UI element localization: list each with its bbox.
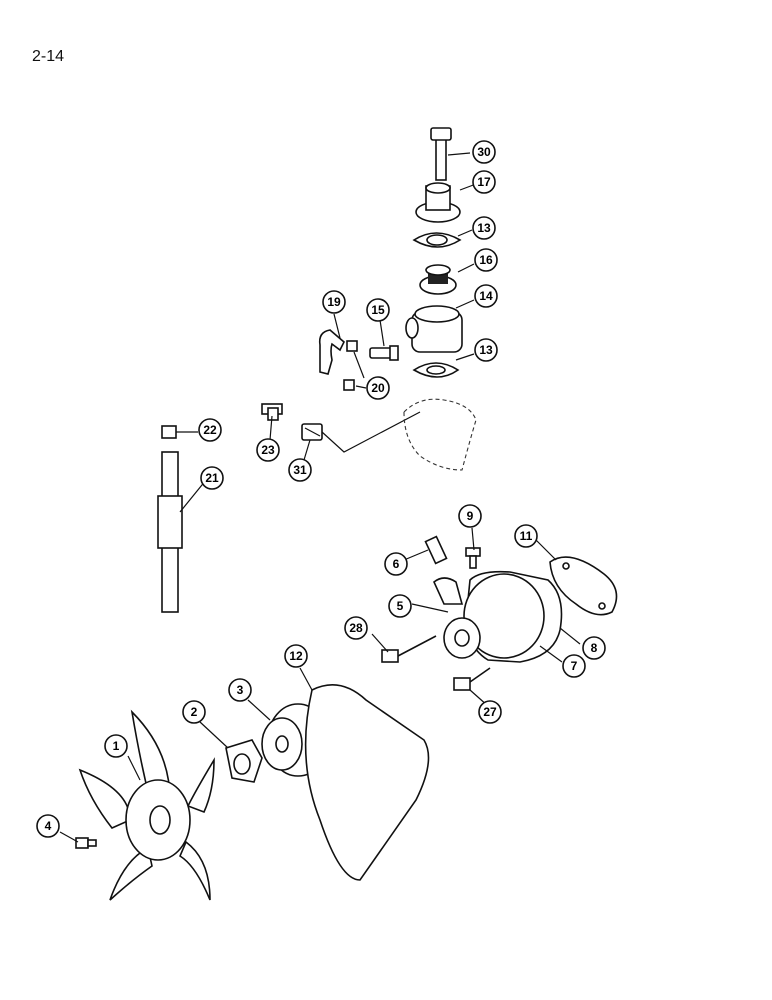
- callout-15: 15: [366, 298, 390, 322]
- callout-11: 11: [514, 524, 538, 548]
- leader-lines: [59, 152, 581, 843]
- svg-text:8: 8: [591, 641, 598, 655]
- callout-7: 7: [562, 654, 586, 678]
- callout-28: 28: [344, 616, 368, 640]
- svg-text:14: 14: [479, 289, 493, 303]
- svg-text:23: 23: [261, 443, 275, 457]
- svg-text:3: 3: [237, 683, 244, 697]
- svg-text:15: 15: [371, 303, 385, 317]
- fan-belt-part: [304, 684, 430, 881]
- svg-text:4: 4: [45, 819, 52, 833]
- svg-text:13: 13: [479, 343, 493, 357]
- page-number: 2-14: [32, 48, 65, 65]
- svg-text:20: 20: [371, 381, 385, 395]
- gasket-upper-part: [412, 232, 462, 248]
- svg-text:30: 30: [477, 145, 491, 159]
- svg-text:12: 12: [289, 649, 303, 663]
- engine-block-outline: [403, 398, 477, 471]
- svg-text:16: 16: [479, 253, 493, 267]
- drain-tube-part: [157, 425, 183, 613]
- callout-13-lower: 13: [474, 338, 498, 362]
- callout-3: 3: [228, 678, 252, 702]
- callout-2: 2: [182, 700, 206, 724]
- svg-text:22: 22: [203, 423, 217, 437]
- bolt-28-part: [381, 635, 437, 663]
- svg-text:31: 31: [293, 463, 307, 477]
- callout-12: 12: [284, 644, 308, 668]
- bolt-27-part: [453, 667, 491, 691]
- callout-16: 16: [474, 248, 498, 272]
- callout-8: 8: [582, 636, 606, 660]
- callout-6: 6: [384, 552, 408, 576]
- bolt-part: [430, 127, 452, 181]
- svg-text:5: 5: [397, 599, 404, 613]
- svg-text:2: 2: [191, 705, 198, 719]
- thermostat-housing-part: [405, 305, 463, 353]
- callout-27: 27: [478, 700, 502, 724]
- callout-22: 22: [198, 418, 222, 442]
- water-pump-gasket-part: [549, 556, 618, 616]
- callout-19: 19: [322, 290, 346, 314]
- thermostat-housing-cover-part: [415, 182, 461, 223]
- svg-text:17: 17: [477, 175, 491, 189]
- callout-17: 17: [472, 170, 496, 194]
- fan-part: [78, 709, 215, 901]
- thermostat-part: [419, 264, 457, 295]
- svg-text:21: 21: [205, 471, 219, 485]
- svg-text:9: 9: [467, 509, 474, 523]
- callout-20: 20: [366, 376, 390, 400]
- fan-bolt-part: [75, 837, 97, 849]
- fan-spacer-part: [225, 739, 263, 783]
- svg-text:27: 27: [483, 705, 497, 719]
- engine-block-reference-line: [321, 411, 421, 453]
- pump-bolt-part: [465, 547, 481, 569]
- callout-9: 9: [458, 504, 482, 528]
- svg-text:13: 13: [477, 221, 491, 235]
- callout-1: 1: [104, 734, 128, 758]
- svg-text:11: 11: [520, 529, 533, 543]
- callout-13-upper: 13: [472, 216, 496, 240]
- gasket-lower-part: [412, 362, 460, 378]
- svg-text:19: 19: [327, 295, 341, 309]
- svg-text:28: 28: [349, 621, 363, 635]
- callout-4: 4: [36, 814, 60, 838]
- callout-14: 14: [474, 284, 498, 308]
- water-pump-part: [433, 570, 563, 663]
- bypass-hose-part: [318, 329, 345, 375]
- callout-31: 31: [288, 458, 312, 482]
- connector-part: [369, 345, 399, 361]
- callout-30: 30: [472, 140, 496, 164]
- svg-text:1: 1: [113, 739, 120, 753]
- callout-5: 5: [388, 594, 412, 618]
- svg-text:7: 7: [571, 659, 578, 673]
- callout-21: 21: [200, 466, 224, 490]
- svg-text:6: 6: [393, 557, 400, 571]
- hose-clamp-part: [343, 340, 358, 391]
- temperature-sender-part: [261, 403, 283, 421]
- adapter-fitting-part: [301, 423, 323, 441]
- pipe-fitting-part: [424, 535, 448, 565]
- callout-23: 23: [256, 438, 280, 462]
